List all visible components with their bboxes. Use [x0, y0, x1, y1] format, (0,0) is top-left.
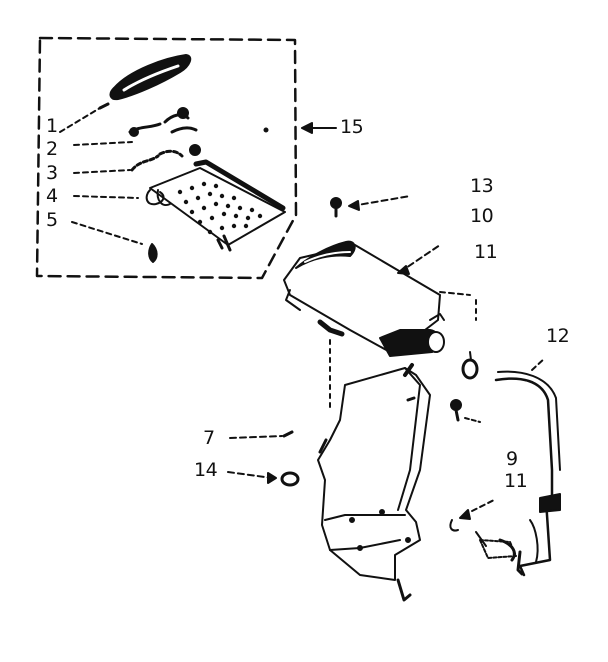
callout-13: 13 [470, 175, 494, 197]
part-10-housing [283, 240, 445, 357]
callout-3: 3 [46, 162, 58, 184]
part-13-screw [330, 197, 342, 218]
callout-14: 14 [194, 459, 218, 481]
callout-2: 2 [46, 138, 58, 160]
callout-12: 12 [546, 325, 570, 347]
part-5-screw [148, 243, 158, 263]
part-7-bracket [317, 363, 431, 602]
part-14-washer [280, 471, 300, 487]
callout-11-upper: 11 [474, 241, 498, 263]
callout-7: 7 [203, 427, 215, 449]
small-screw [450, 399, 462, 422]
callout-15: 15 [340, 116, 364, 138]
part-4-plate [145, 159, 286, 252]
ring-part [461, 351, 479, 380]
callout-1: 1 [46, 115, 58, 137]
part-3-clip [130, 149, 184, 172]
callout-11-lower: 11 [504, 470, 528, 492]
callout-10: 10 [470, 205, 494, 227]
callout-5: 5 [46, 209, 58, 231]
kit-dashed-box [35, 36, 298, 280]
callout-4: 4 [46, 185, 58, 207]
part-12-hose [494, 377, 554, 577]
part-9-fitting [449, 519, 517, 562]
callout-9: 9 [506, 448, 518, 470]
